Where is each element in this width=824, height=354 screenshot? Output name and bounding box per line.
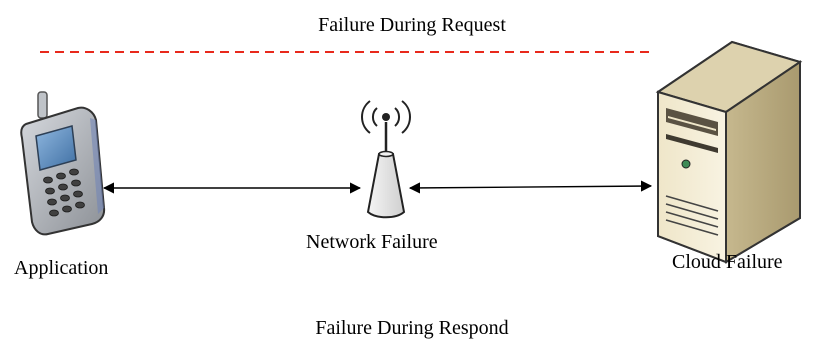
cloud-failure-label: Cloud Failure [672, 251, 783, 273]
response-failure-label: Failure During Respond [315, 317, 509, 339]
wireless-antenna-icon [361, 100, 411, 219]
server-tower-icon [655, 40, 803, 264]
request-failure-label: Failure During Request [318, 14, 506, 36]
network-failure-label: Network Failure [306, 231, 438, 253]
network-cloud-connector [408, 180, 653, 194]
mobile-phone-icon [20, 91, 106, 236]
application-label: Application [14, 257, 109, 279]
